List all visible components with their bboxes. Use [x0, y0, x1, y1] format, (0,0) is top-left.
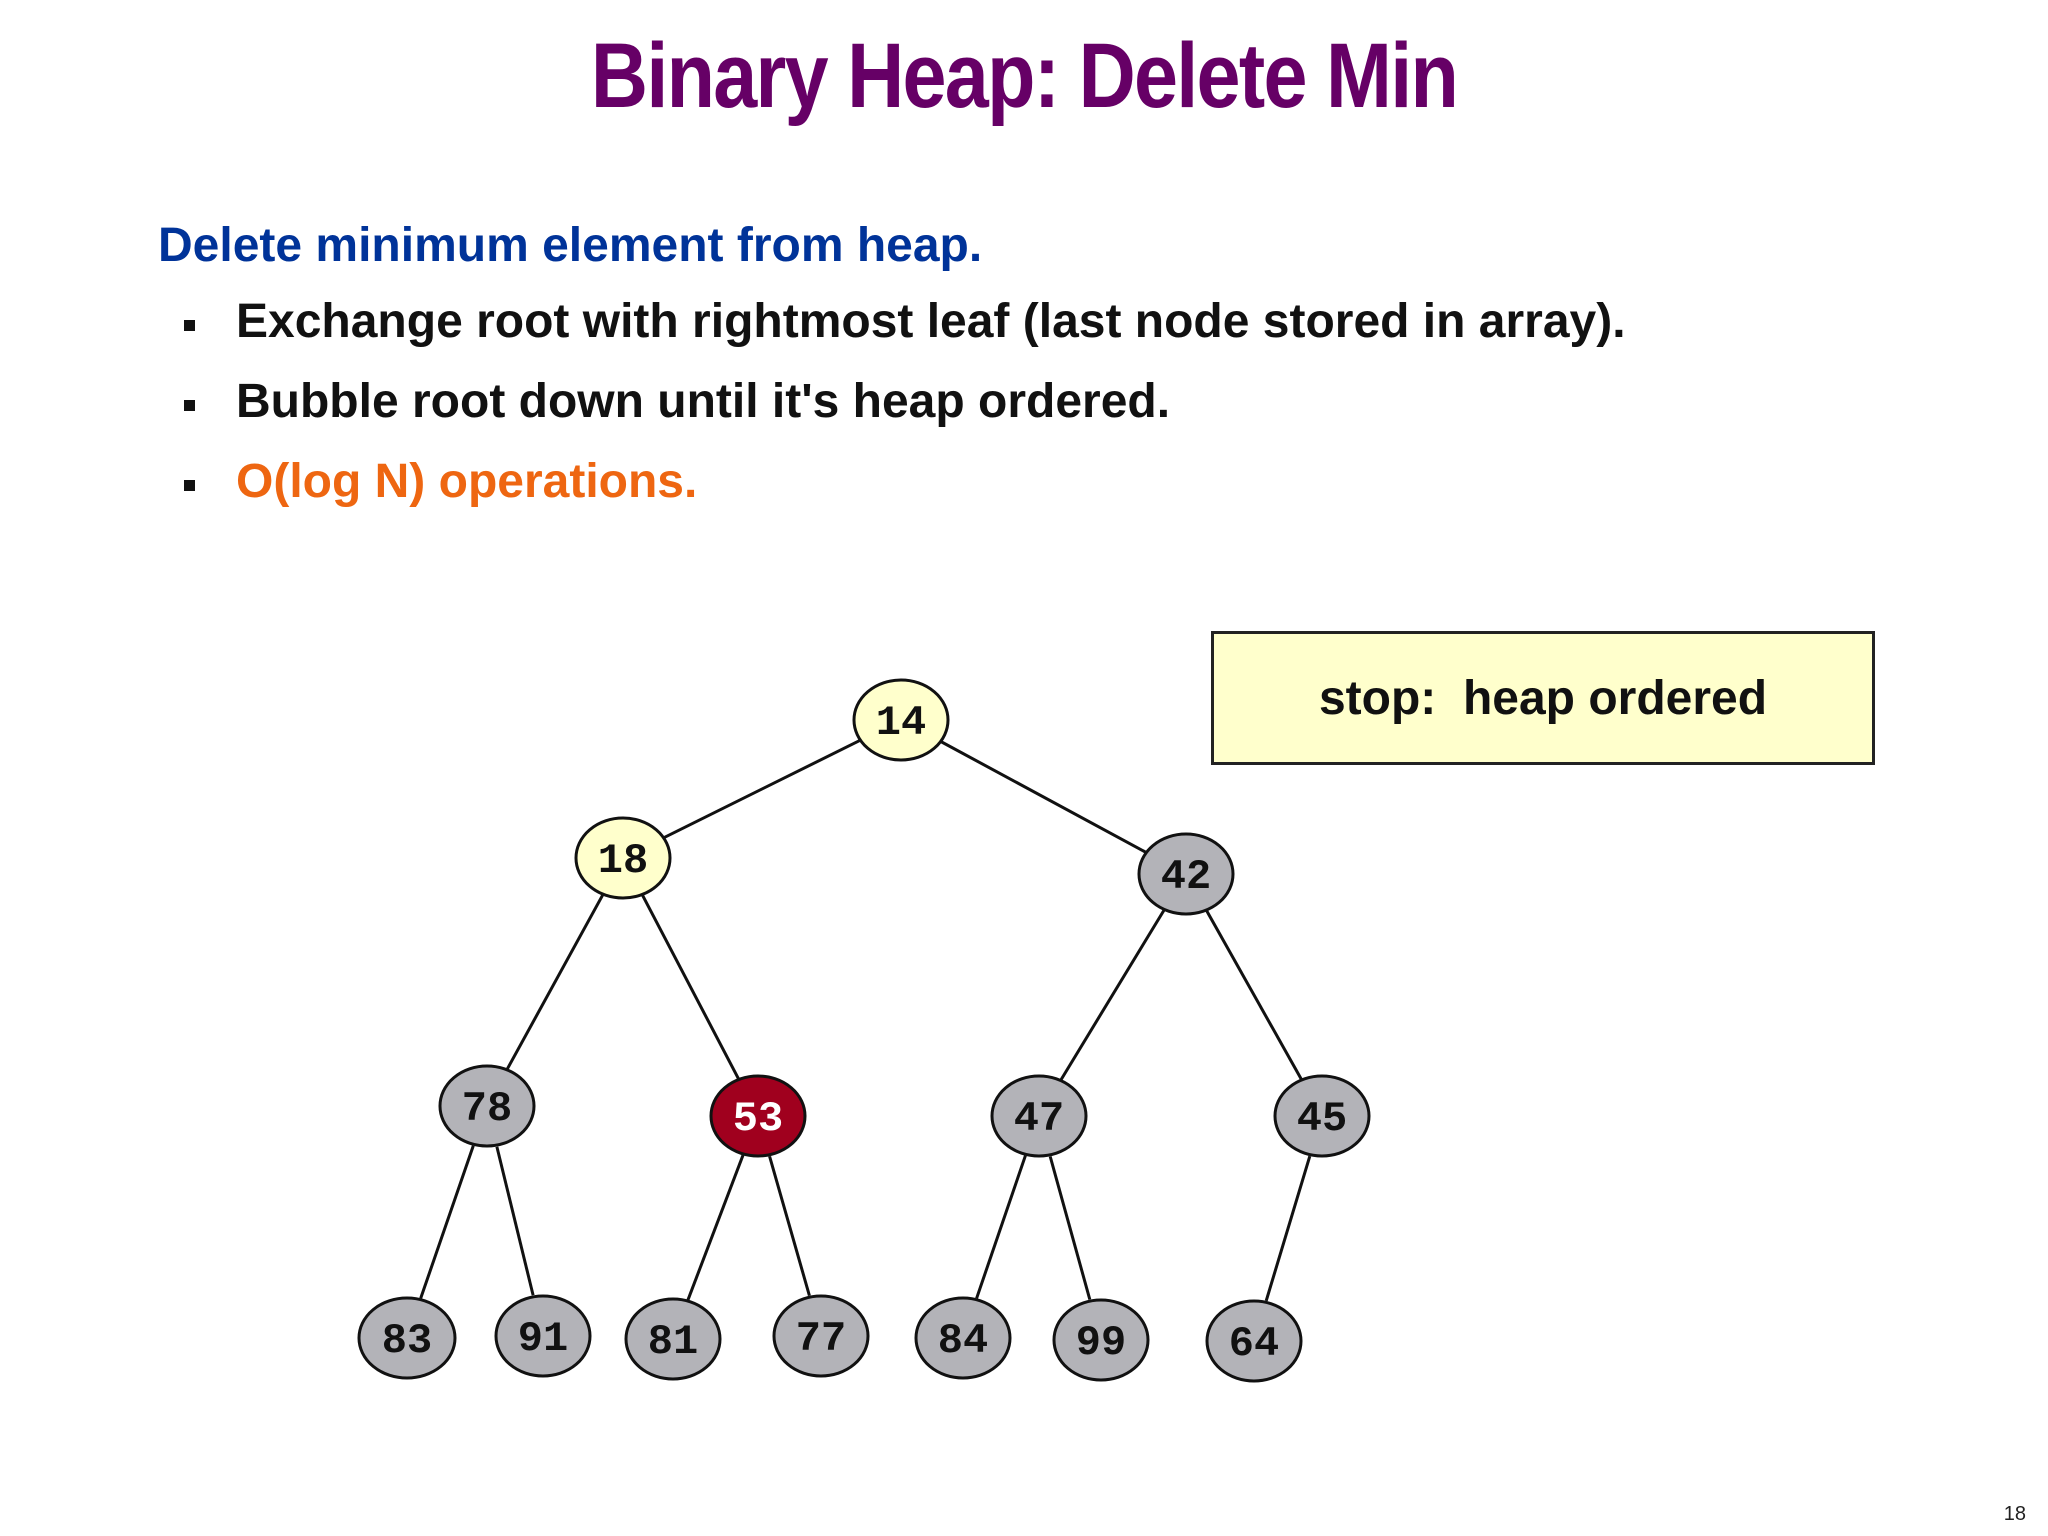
tree-edge	[768, 1155, 811, 1297]
heap-node-label: 64	[1229, 1320, 1279, 1368]
tree-edge	[641, 894, 740, 1080]
node-layer: 14 18 42 78 53 47 45 83 91 81 77 84 99 64	[357, 678, 1371, 1383]
heap-node: 45	[1273, 1074, 1371, 1158]
heap-node-label: 81	[648, 1318, 698, 1366]
heap-node-circle	[1273, 1074, 1371, 1158]
tree-edge	[1264, 1155, 1312, 1302]
heap-node: 91	[494, 1294, 592, 1378]
tree-edge	[659, 737, 865, 841]
heap-node-circle	[1052, 1298, 1150, 1382]
heap-node-label: 84	[938, 1317, 988, 1365]
square-bullet-icon	[184, 480, 195, 491]
heap-node-circle	[1137, 832, 1235, 916]
edge-layer	[419, 737, 1312, 1302]
heap-node: 18	[574, 816, 672, 900]
heap-node-circle	[494, 1294, 592, 1378]
bullet-text: Bubble root down until it's heap ordered…	[236, 375, 1171, 428]
heap-node: 83	[357, 1296, 457, 1380]
heap-node: 81	[624, 1297, 722, 1381]
heap-node-label: 14	[876, 699, 926, 747]
subtitle: Delete minimum element from heap.	[158, 219, 983, 272]
heap-node-label: 42	[1161, 853, 1211, 901]
tree-edge	[686, 1154, 745, 1301]
tree-edge	[505, 894, 605, 1070]
bullet-text: Exchange root with rightmost leaf (last …	[236, 295, 1626, 348]
heap-node: 99	[1052, 1298, 1150, 1382]
tree-edge	[495, 1146, 535, 1296]
heap-node-label: 99	[1076, 1319, 1126, 1367]
heap-node-circle	[852, 678, 950, 762]
heap-node-circle	[772, 1294, 870, 1378]
heap-node-label: 18	[598, 837, 648, 885]
heap-node: 78	[438, 1064, 536, 1148]
heap-node: 53	[709, 1074, 807, 1158]
square-bullet-icon	[184, 320, 195, 331]
heap-node-circle	[438, 1064, 536, 1148]
heap-node-circle	[914, 1296, 1012, 1380]
heap-node: 64	[1205, 1299, 1303, 1383]
heap-node: 77	[772, 1294, 870, 1378]
heap-node-label: 91	[518, 1315, 568, 1363]
status-callout: stop: heap ordered	[1211, 631, 1875, 765]
heap-node-label: 78	[462, 1085, 512, 1133]
tree-edge	[1205, 909, 1303, 1081]
heap-node-label: 45	[1297, 1095, 1347, 1143]
slide-title: Binary Heap: Delete Min	[590, 25, 1459, 127]
heap-node-circle	[357, 1296, 457, 1380]
page-number: 18	[2003, 1503, 2026, 1525]
bullet-text: O(log N) operations.	[236, 455, 698, 508]
heap-node-circle	[990, 1074, 1088, 1158]
tree-edge	[937, 738, 1150, 856]
heap-node: 14	[852, 678, 950, 762]
heap-node-circle	[709, 1074, 807, 1158]
heap-node: 47	[990, 1074, 1088, 1158]
heap-node-label: 83	[382, 1317, 432, 1365]
heap-node: 84	[914, 1296, 1012, 1380]
heap-node-label: 53	[733, 1095, 783, 1143]
tree-edge	[419, 1145, 475, 1299]
heap-node-label: 47	[1014, 1095, 1064, 1143]
tree-edge	[1048, 1156, 1092, 1300]
tree-edge	[1059, 909, 1166, 1081]
square-bullet-icon	[184, 400, 195, 411]
heap-node-circle	[624, 1297, 722, 1381]
tree-edge	[975, 1155, 1027, 1299]
heap-node-circle	[1205, 1299, 1303, 1383]
heap-node-circle	[574, 816, 672, 900]
heap-node: 42	[1137, 832, 1235, 916]
heap-node-label: 77	[796, 1315, 846, 1363]
